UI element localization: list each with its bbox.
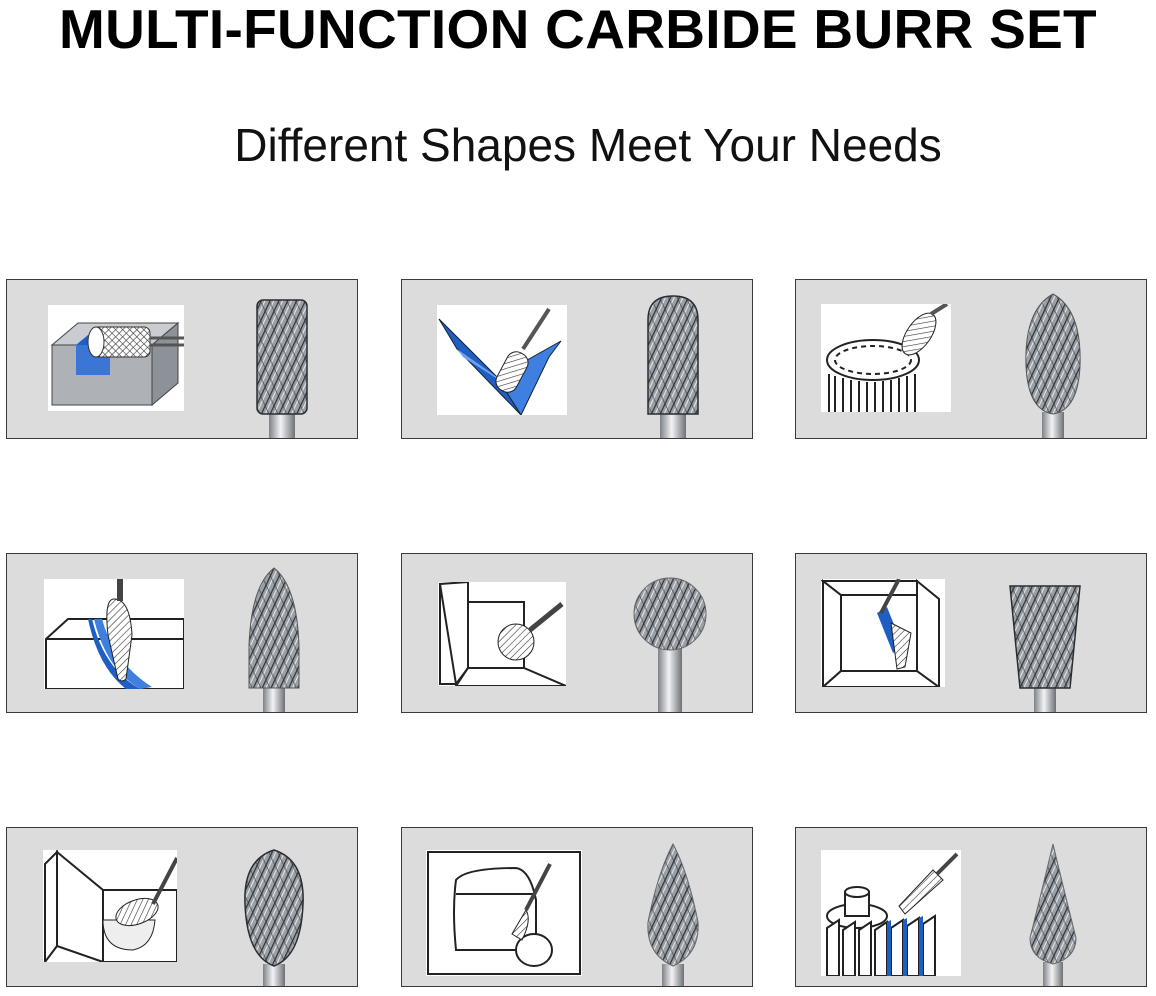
burr-panel-4	[6, 553, 358, 713]
page-subtitle: Different Shapes Meet Your Needs	[234, 119, 942, 171]
cylinder-burr-slot-illustration	[48, 305, 184, 411]
oval-burr-icon	[1018, 290, 1088, 438]
pointed-tree-burr-icon	[638, 842, 708, 986]
pointed-tree-burr-cylinder-illustration	[426, 850, 582, 976]
ball-burr-corner-illustration	[438, 582, 566, 686]
cylinder-ball-nose-angle-illustration	[437, 305, 567, 415]
burr-panel-9	[795, 827, 1147, 987]
cylinder-burr-icon	[247, 292, 317, 438]
burr-panel-8	[401, 827, 753, 987]
inverted-cone-burr-frame-illustration	[821, 579, 945, 687]
burr-panel-3	[795, 279, 1147, 439]
cone-burr-fins-illustration	[821, 850, 961, 976]
page-title: MULTI-FUNCTION CARBIDE BURR SET	[59, 0, 1097, 60]
tree-burr-groove-illustration	[44, 579, 184, 689]
inverted-cone-burr-icon	[1008, 580, 1082, 712]
ball-burr-icon	[630, 576, 710, 712]
burr-panel-7	[6, 827, 358, 987]
cone-burr-icon	[1018, 842, 1088, 986]
flame-burr-icon	[239, 846, 309, 986]
burr-panel-2	[401, 279, 753, 439]
cylinder-ball-nose-burr-icon	[638, 290, 708, 438]
burr-panel-1	[6, 279, 358, 439]
burr-panel-6	[795, 553, 1147, 713]
burr-panel-5	[401, 553, 753, 713]
flame-burr-block-illustration	[43, 850, 177, 962]
tree-burr-icon	[239, 566, 309, 712]
oval-burr-gear-illustration	[821, 304, 951, 412]
